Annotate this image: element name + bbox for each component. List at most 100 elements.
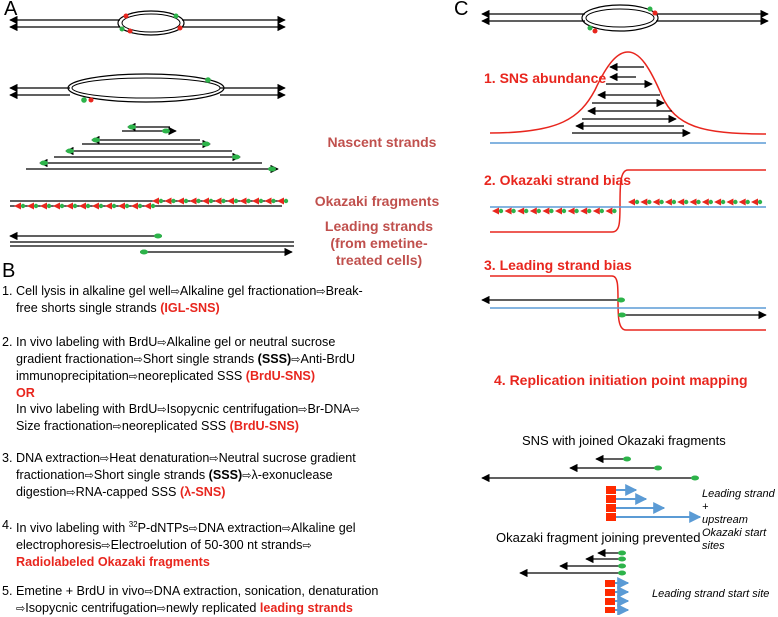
okazaki-fragment-mark <box>66 202 73 210</box>
arrow-icon: ⇨ <box>298 404 308 416</box>
step-text: Isopycnic centrifugation <box>166 402 299 416</box>
okazaki-primer-dot <box>171 198 176 204</box>
nascent-strands-stack <box>26 122 279 174</box>
step-text: Anti-BrdU <box>300 352 356 366</box>
method-tag: (λ-SNS) <box>179 485 226 499</box>
okazaki-fragment-mark <box>529 207 537 215</box>
okazaki-primer-dot <box>587 208 592 214</box>
label-okazaki-fragments: Okazaki fragments <box>314 193 440 209</box>
okazaki-primer-dot <box>124 203 130 209</box>
panel-letter-b: B <box>2 260 16 282</box>
okazaki-primer-dot <box>708 199 713 205</box>
step-text: DNA extraction, sonication, denaturation <box>153 584 379 598</box>
okazaki-fragment-mark <box>264 197 272 205</box>
okazaki-primer-dot <box>634 199 640 205</box>
step-number: 4. <box>2 518 13 532</box>
leading-strands-pair <box>9 231 294 257</box>
step-text: In vivo labeling with <box>16 521 129 536</box>
okazaki-primer-dot <box>684 199 689 205</box>
step-text: electrophoresis <box>16 538 102 553</box>
step-text: Heat denaturation <box>109 451 210 465</box>
okazaki-primer-dot <box>524 208 529 214</box>
step-text: Alkaline gel or neutral sucrose <box>166 335 336 349</box>
arrow-icon: ⇨ <box>170 286 180 298</box>
okazaki-fragment-mark <box>177 197 184 205</box>
okazaki-fragment-mark <box>79 202 86 210</box>
okazaki-primer-dot <box>549 208 554 214</box>
label-nascent-strands: Nascent strands <box>327 134 437 150</box>
sns-abundance-plot <box>489 51 767 144</box>
okazaki-primer-dot <box>659 199 664 205</box>
okazaki-primer-dot <box>208 198 214 204</box>
okazaki-fragment-mark <box>152 197 159 205</box>
leading-strand-bias-plot <box>481 275 767 331</box>
okazaki-primer-dot <box>46 203 52 209</box>
okazaki-fragments-row <box>10 197 289 210</box>
header-okazaki-strand-bias: 2. Okazaki strand bias <box>484 172 632 188</box>
replication-bubble-large <box>9 73 286 103</box>
okazaki-fragment-mark <box>277 197 284 205</box>
label-leading-strands: Leading strands (from emetine- treated c… <box>314 218 444 269</box>
okazaki-primer-dot <box>498 208 504 214</box>
okazaki-primer-dot <box>283 198 289 204</box>
okazaki-primer-dot <box>233 198 239 204</box>
okazaki-fragment-mark <box>92 202 99 210</box>
okazaki-fragment-mark <box>689 198 697 206</box>
okazaki-primer-dot <box>757 199 763 205</box>
arrow-icon: ⇨ <box>157 404 167 416</box>
okazaki-primer-dot <box>33 203 39 209</box>
okazaki-primer-dot <box>271 198 276 204</box>
okazaki-fragment-mark <box>118 202 125 210</box>
step-text: Isopycnic centrifugation <box>25 601 157 615</box>
step-text: (SSS) <box>208 468 243 482</box>
step-number: 3. <box>2 451 13 465</box>
arrow-icon: ⇨ <box>316 286 326 298</box>
okazaki-primer-dot <box>20 203 26 209</box>
arrow-icon: ⇨ <box>242 470 252 482</box>
okazaki-primer-dot <box>196 198 201 204</box>
okazaki-fragment-mark <box>677 198 685 206</box>
label-leading-line-1: Leading strands <box>324 218 434 234</box>
okazaki-primer-dot <box>733 199 738 205</box>
okazaki-fragment-mark <box>640 198 648 206</box>
okazaki-fragment-mark <box>252 197 259 205</box>
panel-letter-c: C <box>454 0 469 20</box>
step-text: RNA-capped SSS <box>75 485 180 499</box>
okazaki-fragment-mark <box>628 198 635 206</box>
step-text: Alkaline gel <box>291 521 356 536</box>
step-text: Neutral sucrose gradient <box>218 451 356 465</box>
note-line-2: upstream <box>702 514 748 526</box>
okazaki-primer-dot <box>720 199 726 205</box>
okazaki-primer-dot <box>246 198 251 204</box>
okazaki-fragment-mark <box>27 202 34 210</box>
okazaki-primer-dot <box>536 208 541 214</box>
arrow-icon: ⇨ <box>16 603 26 615</box>
okazaki-fragment-mark <box>701 198 709 206</box>
okazaki-fragment-mark <box>144 202 151 210</box>
okazaki-fragment-mark <box>542 207 550 215</box>
okazaki-primer-dot <box>72 203 78 209</box>
method-tag: (BrdU-SNS) <box>229 419 299 433</box>
okazaki-primer-dot <box>258 198 264 204</box>
okazaki-fragment-mark <box>164 197 172 205</box>
note-leading-start-site: Leading strand start site <box>652 588 770 600</box>
arrow-icon: ⇨ <box>188 523 198 536</box>
okazaki-fragment-mark <box>492 207 499 215</box>
okazaki-primer-dot <box>511 208 516 214</box>
step-text: In vivo labeling with BrdU <box>16 402 158 416</box>
okazaki-fragment-mark <box>592 207 600 215</box>
okazaki-primer-dot <box>183 198 189 204</box>
arrow-icon: ⇨ <box>209 453 219 465</box>
okazaki-primer-dot <box>137 203 143 209</box>
step-text: Short single strands <box>142 352 258 366</box>
okazaki-fragment-mark <box>40 202 47 210</box>
header-sns-abundance: 1. SNS abundance <box>484 70 607 86</box>
step-text: DNA extraction <box>16 451 100 465</box>
arrow-icon: ⇨ <box>84 470 94 482</box>
step-number: 1. <box>2 284 13 298</box>
header-initiation-point-mapping: 4. Replication initiation point mapping <box>494 372 748 388</box>
step-text: Short single strands <box>93 468 209 482</box>
step-text: In vivo labeling with BrdU <box>16 335 158 349</box>
step-text: digestion <box>16 485 67 499</box>
